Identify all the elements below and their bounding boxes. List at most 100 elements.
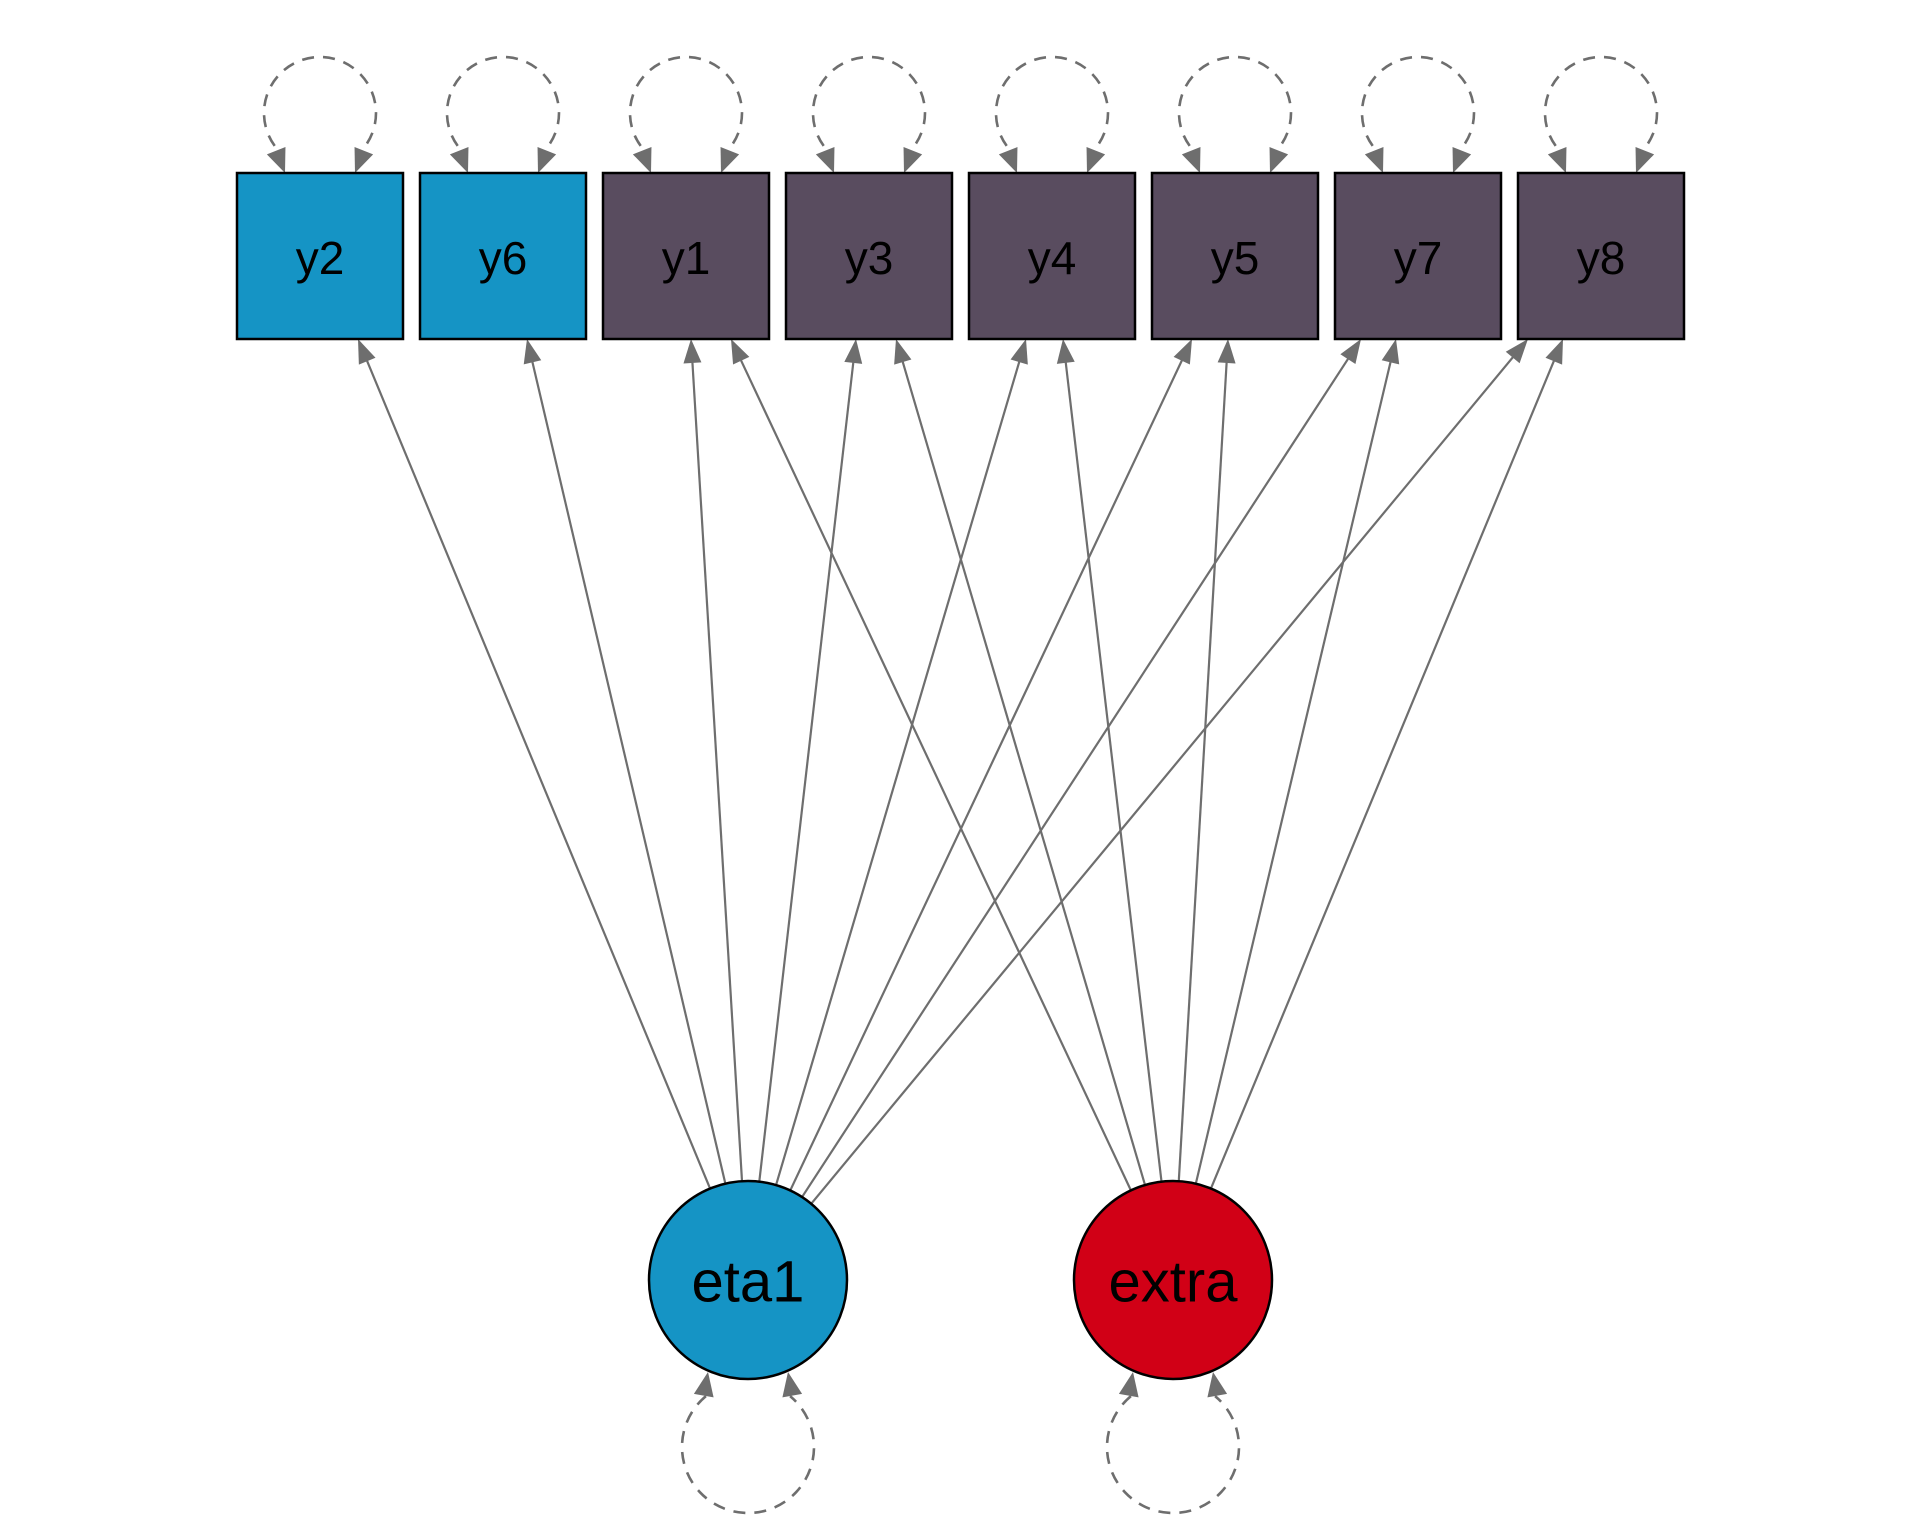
latent-circle[interactable] [1072, 1179, 1274, 1381]
variance-loop-y4 [994, 55, 1110, 173]
latent-node-extra[interactable]: extra [1072, 1179, 1274, 1381]
arrowhead-icon [1118, 1372, 1139, 1398]
variance-loop-y6 [445, 55, 561, 173]
arrowhead-icon [903, 147, 923, 173]
arrowhead-icon [998, 147, 1018, 173]
variance-loop-y3 [811, 55, 927, 173]
arrowhead-icon [632, 147, 652, 173]
loading-extra-y8 [1209, 339, 1563, 1189]
variance-arc [628, 55, 744, 147]
arrowhead-icon [1545, 339, 1563, 365]
variance-arc [262, 55, 378, 147]
arrowhead-icon [1364, 147, 1384, 173]
arrowhead-icon [782, 1372, 803, 1398]
observed-node-y6[interactable]: y6 [418, 171, 588, 341]
loading-extra-y7 [1194, 339, 1400, 1184]
arrowhead-icon [720, 147, 740, 173]
arrowhead-icon [1547, 147, 1567, 173]
loading-extra-y1 [731, 339, 1132, 1191]
loading-line [365, 358, 712, 1189]
observed-node-y3[interactable]: y3 [784, 171, 954, 341]
arrowhead-icon [731, 339, 750, 365]
variance-arc [680, 1395, 816, 1515]
loading-line [901, 359, 1147, 1186]
variances-layer [262, 55, 1659, 1515]
observed-box[interactable] [235, 171, 405, 341]
loading-eta1-y6 [523, 339, 727, 1184]
loading-eta1-y2 [358, 339, 712, 1189]
loading-line [530, 360, 727, 1184]
observed-label: y7 [1394, 232, 1443, 284]
observed-node-y7[interactable]: y7 [1333, 171, 1503, 341]
nodes-layer: y2 y6 y1 y3 y4 y5 y7 y8 eta1 extra [235, 171, 1686, 1381]
arrowhead-icon [1086, 147, 1106, 173]
loading-line [789, 358, 1184, 1191]
loading-line [810, 355, 1515, 1205]
observed-node-y4[interactable]: y4 [967, 171, 1137, 341]
observed-node-y5[interactable]: y5 [1150, 171, 1320, 341]
arrowhead-icon [537, 147, 557, 173]
variance-loop-y7 [1360, 55, 1476, 173]
latent-circle[interactable] [647, 1179, 849, 1381]
arrowhead-icon [1505, 339, 1528, 364]
loading-extra-y3 [894, 339, 1147, 1186]
observed-label: y6 [479, 232, 528, 284]
loading-extra-y4 [1056, 339, 1163, 1182]
variance-loop-eta1 [680, 1372, 816, 1515]
arrowhead-icon [523, 339, 542, 365]
loading-line [774, 359, 1021, 1186]
loading-line [1177, 360, 1228, 1182]
observed-box[interactable] [418, 171, 588, 341]
arrowhead-icon [1010, 339, 1028, 365]
arrowhead-icon [1452, 147, 1472, 173]
arrowhead-icon [1207, 1372, 1228, 1398]
loading-line [739, 358, 1132, 1191]
loading-eta1-y3 [758, 339, 863, 1182]
arrowhead-icon [1635, 147, 1655, 173]
variance-arc [1543, 55, 1659, 147]
variance-arc [811, 55, 927, 147]
latent-label: extra [1109, 1250, 1239, 1315]
variance-loop-y8 [1543, 55, 1659, 173]
observed-node-y1[interactable]: y1 [601, 171, 771, 341]
observed-box[interactable] [967, 171, 1137, 341]
observed-node-y2[interactable]: y2 [235, 171, 405, 341]
variance-arc [445, 55, 561, 147]
loading-line [1209, 358, 1556, 1189]
arrowhead-icon [894, 339, 912, 365]
loading-line [691, 360, 744, 1182]
arrowhead-icon [815, 147, 835, 173]
loading-line [1064, 360, 1163, 1182]
observed-label: y5 [1211, 232, 1260, 284]
latent-node-eta1[interactable]: eta1 [647, 1179, 849, 1381]
observed-box[interactable] [601, 171, 771, 341]
variance-loop-y5 [1177, 55, 1293, 173]
arrowhead-icon [1181, 147, 1201, 173]
observed-label: y1 [662, 232, 711, 284]
arrowhead-icon [266, 147, 286, 173]
variance-loop-extra [1105, 1372, 1241, 1515]
arrowhead-icon [1381, 339, 1400, 365]
loading-line [758, 360, 855, 1182]
arrowhead-icon [844, 339, 863, 364]
observed-box[interactable] [1333, 171, 1503, 341]
arrowhead-icon [1217, 339, 1236, 364]
observed-box[interactable] [1150, 171, 1320, 341]
variance-arc [994, 55, 1110, 147]
variance-arc [1360, 55, 1476, 147]
arrowhead-icon [358, 339, 376, 365]
arrowhead-icon [683, 339, 702, 364]
observed-label: y8 [1577, 232, 1626, 284]
loading-eta1-y5 [789, 339, 1192, 1191]
observed-node-y8[interactable]: y8 [1516, 171, 1686, 341]
observed-box[interactable] [784, 171, 954, 341]
observed-label: y3 [845, 232, 894, 284]
variance-arc [1105, 1395, 1241, 1515]
loading-extra-y5 [1177, 339, 1236, 1182]
arrowhead-icon [1056, 339, 1075, 364]
loading-eta1-y4 [774, 339, 1028, 1186]
observed-box[interactable] [1516, 171, 1686, 341]
loading-eta1-y7 [801, 339, 1361, 1198]
arrowhead-icon [449, 147, 469, 173]
